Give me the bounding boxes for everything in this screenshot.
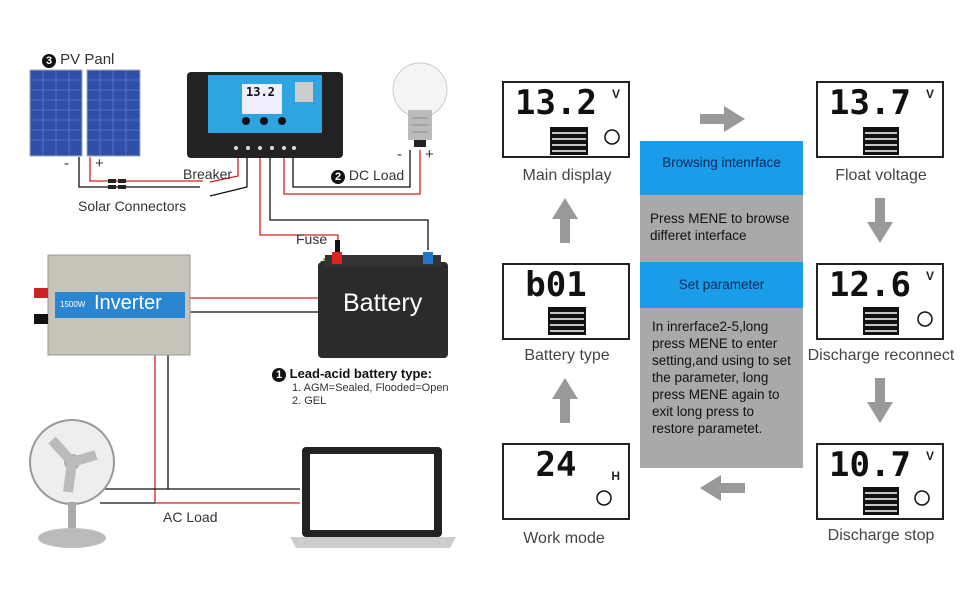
fan xyxy=(29,419,115,548)
battery-type-line: 2. GEL xyxy=(292,395,327,407)
arrow-up-icon xyxy=(552,198,578,243)
flow-arrows xyxy=(552,106,893,501)
battery-plus: + xyxy=(320,253,329,269)
screen-caption: Discharge stop xyxy=(827,527,935,544)
pv-panel xyxy=(29,69,141,157)
wire-pv-negative xyxy=(78,157,200,188)
battery-type-title: Lead-acid battery type: xyxy=(289,366,432,381)
bulb-plus: + xyxy=(425,146,434,163)
fuse-label: Fuse xyxy=(296,231,328,247)
inverter-label: Inverter xyxy=(94,292,162,314)
screen-main-display: 13.2 V xyxy=(502,81,630,158)
wire-load-negative xyxy=(292,150,411,188)
number-badge: 3 xyxy=(42,54,56,68)
screen-value: 24 xyxy=(535,445,577,485)
pv-plus: + xyxy=(95,155,104,172)
battery xyxy=(318,240,448,358)
battery-type-line: 1. AGM=Sealed, Flooded=Open xyxy=(292,382,449,394)
wire-battery-negative xyxy=(269,155,429,250)
number-badge: 1 xyxy=(272,368,286,382)
set-parameter-text: In inrerface2-5,long press MENE to enter… xyxy=(640,308,803,468)
wire-breaker-negative xyxy=(209,155,248,197)
number-badge: 2 xyxy=(331,170,345,184)
screen-value: 13.7 xyxy=(829,83,911,123)
screen-unit: V xyxy=(925,87,934,101)
pv-panel-text: PV Panl xyxy=(60,51,115,68)
screen-unit: H xyxy=(611,469,620,483)
dc-load-text: DC Load xyxy=(348,167,405,183)
screen-battery-type: b01 xyxy=(502,263,630,340)
battery-minus: - xyxy=(437,248,442,264)
screen-caption: Discharge reconnect xyxy=(807,347,955,364)
browsing-interface-header: Browsing intenrface xyxy=(640,141,803,195)
arrow-right-icon xyxy=(700,106,745,132)
battery-label: Battery xyxy=(343,289,423,317)
arrow-down-icon xyxy=(867,378,893,423)
controller-lcd-value: 13.2 xyxy=(246,85,275,99)
set-parameter-header: Set parameter xyxy=(640,262,803,308)
light-bulb xyxy=(392,62,448,147)
pv-panel-label: 3 PV Panl xyxy=(42,51,114,68)
battery-type-note: 1 Lead-acid battery type: 1. AGM=Sealed,… xyxy=(272,366,449,408)
laptop xyxy=(290,447,456,548)
screen-value: 13.2 xyxy=(515,83,597,123)
screen-unit: V xyxy=(925,449,934,463)
wire-pv-positive xyxy=(89,157,203,182)
solar-charge-controller xyxy=(187,72,343,158)
dc-load-label: 2 DC Load xyxy=(331,167,404,184)
screen-unit: V xyxy=(925,269,934,283)
screen-value: 10.7 xyxy=(829,445,911,485)
screen-discharge-stop: 10.7 V xyxy=(816,443,944,520)
screen-caption: Work mode xyxy=(523,530,605,547)
screen-discharge-reconnect: 12.6 V xyxy=(816,263,944,340)
bulb-minus: - xyxy=(397,146,402,163)
arrow-down-icon xyxy=(867,198,893,243)
arrow-left-icon xyxy=(700,475,745,501)
ac-load-label: AC Load xyxy=(163,509,218,525)
solar-connectors-label: Solar Connectors xyxy=(78,198,187,214)
wire-breaker-positive xyxy=(209,155,239,183)
inverter xyxy=(34,254,191,356)
screen-caption: Float voltage xyxy=(835,167,927,184)
screen-caption: Main display xyxy=(522,167,612,184)
screen-unit: V xyxy=(611,87,620,101)
browsing-interface-text: Press MENE to browse differet interface xyxy=(640,195,803,262)
arrow-up-icon xyxy=(552,378,578,423)
screen-value: 12.6 xyxy=(829,265,911,305)
pv-minus: - xyxy=(64,155,69,172)
inverter-model: 1500W xyxy=(60,300,86,309)
screen-caption: Battery type xyxy=(524,347,610,364)
breaker-label: Breaker xyxy=(183,166,233,182)
screen-float-voltage: 13.7 V xyxy=(816,81,944,158)
screen-value: b01 xyxy=(525,265,587,305)
solar-connectors xyxy=(108,179,126,189)
wire-load-positive xyxy=(283,150,421,195)
